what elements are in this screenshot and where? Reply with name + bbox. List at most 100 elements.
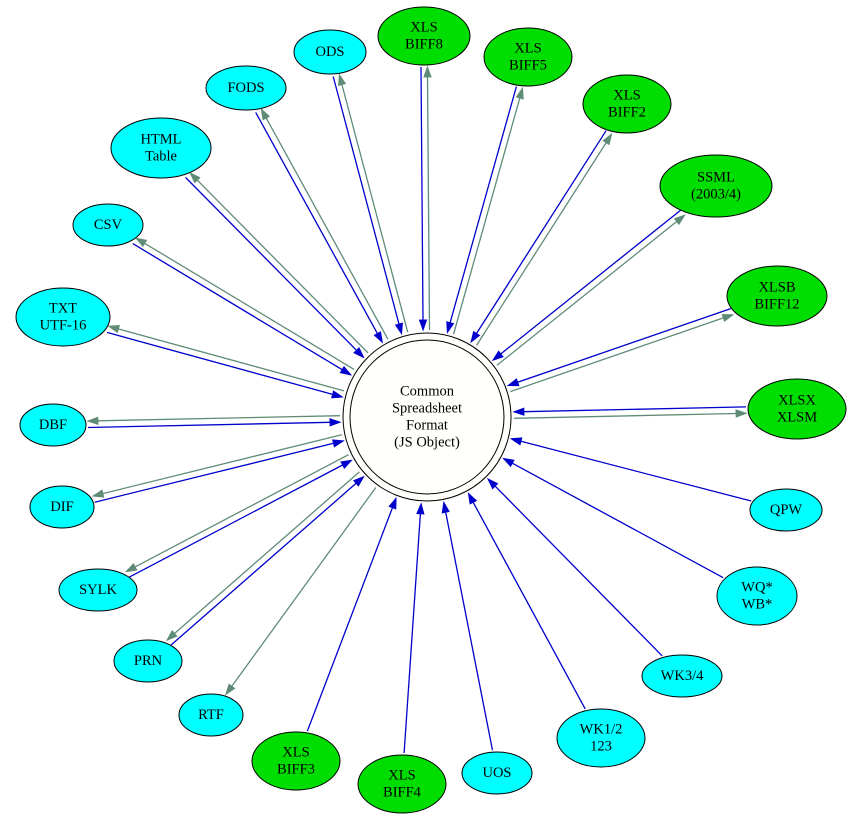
node-label: Table (145, 149, 177, 165)
read-arrow-xls-biff2 (470, 130, 607, 344)
write-arrow-xls-biff2 (475, 132, 613, 346)
node-label: XLSM (777, 410, 817, 426)
read-arrow-fods (255, 112, 384, 344)
format-node-fods: FODS (205, 65, 287, 111)
read-arrow-xlsb-biff12 (506, 307, 731, 387)
format-node-wq-wb: WQ*WB* (716, 566, 798, 626)
write-arrow-ods (338, 73, 409, 333)
write-arrow-sylk (124, 454, 349, 573)
node-label: BIFF8 (405, 37, 443, 53)
node-label: DBF (39, 417, 67, 433)
read-arrow-qpw (509, 437, 752, 502)
center-label: Spreadsheet (392, 401, 462, 417)
node-label: FODS (227, 80, 264, 96)
node-label: XLSB (758, 280, 795, 296)
read-arrow-xls-biff5 (446, 86, 518, 334)
write-arrow-csv (134, 237, 355, 370)
read-arrow-xls-biff8 (418, 66, 428, 332)
read-arrow-sylk (128, 459, 353, 578)
format-node-dbf: DBF (19, 403, 87, 447)
read-arrow-wk12-123 (467, 492, 586, 710)
write-arrow-ssml (496, 214, 686, 366)
format-node-sylk: SYLK (58, 568, 138, 612)
node-label: UOS (482, 765, 511, 781)
node-label: BIFF2 (608, 105, 646, 121)
read-arrow-ods (332, 76, 403, 336)
node-label: XLSX (778, 393, 816, 409)
read-arrow-wq-wb (502, 457, 724, 579)
read-arrow-html-table (185, 177, 365, 359)
format-node-csv: CSV (72, 203, 144, 247)
read-arrow-xlsx-xlsm (512, 406, 747, 416)
format-node-qpw: QPW (749, 488, 823, 532)
node-label: QPW (770, 502, 803, 518)
node-label: BIFF3 (277, 762, 315, 778)
read-arrow-xls-biff4 (403, 502, 425, 754)
read-arrow-dbf (87, 418, 342, 429)
node-label: SSML (697, 170, 735, 186)
node-label: CSV (94, 217, 123, 233)
node-label: (2003/4) (691, 187, 741, 203)
read-arrow-xls-biff3 (306, 496, 397, 732)
write-arrow-xls-biff8 (423, 65, 432, 331)
write-arrow-fods (260, 107, 389, 340)
read-arrow-uos (441, 500, 494, 751)
read-arrow-ssml (491, 209, 682, 362)
format-node-wk34: WK3/4 (641, 654, 723, 698)
node-label: WK1/2 (580, 722, 623, 738)
format-node-uos: UOS (461, 751, 533, 795)
node-label: XLS (388, 768, 415, 784)
node-label: WQ* (741, 580, 772, 596)
node-label: UTF-16 (40, 318, 87, 334)
read-arrow-txt-utf16 (106, 331, 344, 399)
write-arrow-txt-utf16 (107, 324, 345, 392)
read-arrow-dif (94, 439, 345, 503)
write-arrow-dbf (86, 415, 341, 425)
format-node-dif: DIF (29, 485, 95, 529)
write-arrow-xls-biff5 (452, 86, 524, 335)
format-node-ssml: SSML(2003/4) (659, 154, 773, 218)
center-label: Format (406, 418, 448, 434)
node-label: BIFF5 (509, 58, 547, 74)
write-arrow-xlsb-biff12 (510, 314, 735, 393)
node-label: XLS (613, 88, 640, 104)
node-label: ODS (315, 44, 344, 60)
node-label: TXT (49, 301, 77, 317)
read-arrow-prn (170, 475, 365, 646)
node-label: SYLK (79, 582, 117, 598)
format-node-rtf: RTF (178, 693, 244, 737)
node-label: XLS (514, 41, 541, 57)
node-label: WB* (742, 597, 773, 613)
write-arrow-dif (91, 434, 342, 498)
write-arrow-rtf (225, 487, 377, 696)
node-label: WK3/4 (661, 668, 704, 684)
read-arrow-csv (132, 243, 353, 376)
center-label: (JS Object) (394, 435, 460, 451)
edge-layer (86, 65, 752, 754)
node-label: 123 (590, 739, 612, 755)
node-label: XLS (282, 745, 309, 761)
node-label: BIFF4 (383, 785, 422, 801)
write-arrow-xlsx-xlsm (513, 409, 748, 419)
center-label: Common (400, 384, 455, 400)
read-arrow-wk34 (486, 477, 663, 657)
format-node-prn: PRN (113, 639, 183, 683)
node-label: RTF (198, 707, 224, 723)
write-arrow-html-table (189, 171, 369, 354)
node-label: PRN (134, 653, 163, 669)
format-node-ods: ODS (293, 29, 367, 75)
